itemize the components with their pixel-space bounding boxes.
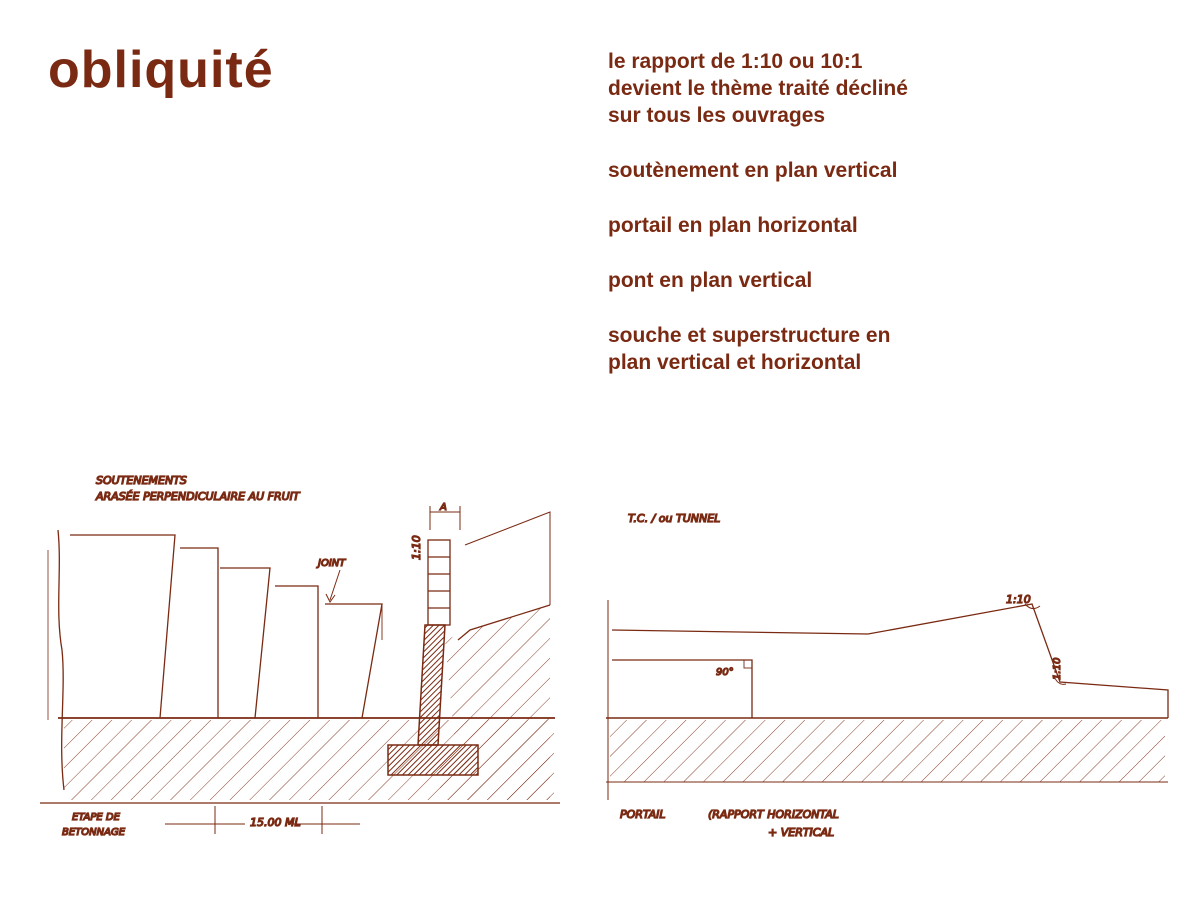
intro-line-2: devient le thème traité décliné — [608, 77, 908, 100]
ground-hatch-right — [610, 720, 1165, 782]
label-joint: JOINT — [316, 558, 346, 569]
intro-line-3: sur tous les ouvrages — [608, 104, 826, 127]
description-text: le rapport de 1:10 ou 10:1 devient le th… — [608, 48, 1168, 376]
backfill-hatch — [440, 605, 550, 800]
item-bridge: pont en plan vertical — [608, 269, 813, 292]
item-superstructure-line-1: souche et superstructure en — [608, 324, 891, 347]
intro-line-1: le rapport de 1:10 ou 10:1 — [608, 50, 863, 73]
label-step-2: BETONNAGE — [62, 827, 126, 838]
sketch-retaining-wall: SOUTENEMENTS ARASÉE PERPENDICULAIRE AU F… — [40, 473, 560, 839]
label-length: 15.00 ML — [250, 816, 301, 829]
wall-panel-4 — [275, 585, 319, 718]
caption-ratio: (RAPPORT HORIZONTAL — [708, 808, 839, 821]
sketch-left-heading-1: SOUTENEMENTS — [96, 474, 187, 487]
wall-panel-1 — [70, 534, 176, 719]
item-retaining-wall: soutènement en plan vertical — [608, 159, 898, 182]
label-a: A — [439, 502, 447, 513]
item-portal: portail en plan horizontal — [608, 214, 858, 237]
caption-portal: PORTAIL — [620, 808, 666, 821]
wall-upper-blocks — [427, 539, 451, 626]
label-step-1: ETAPE DE — [72, 812, 121, 823]
page-title: obliquité — [48, 41, 274, 99]
wall-panel-2 — [180, 547, 219, 718]
section-break-left — [57, 529, 65, 791]
label-ratio-top: 1:10 — [1006, 593, 1031, 606]
item-superstructure-line-2: plan vertical et horizontal — [608, 351, 862, 374]
wall-panel-3 — [220, 567, 271, 719]
sketch-tunnel-portal: T.C. / ou TUNNEL 90° 1:10 1:10 PORTAIL (… — [606, 511, 1169, 840]
portal-profile — [611, 603, 1169, 718]
label-angle: 90° — [716, 667, 734, 678]
label-ratio-side: 1:10 — [1052, 658, 1063, 680]
label-ratio-left: 1:10 — [410, 535, 423, 560]
caption-vertical: + VERTICAL — [768, 826, 834, 839]
sketch-left-heading-2: ARASÉE PERPENDICULAIRE AU FRUIT — [95, 490, 301, 503]
wall-panel-5 — [325, 603, 383, 719]
sketch-right-heading: T.C. / ou TUNNEL — [628, 512, 720, 525]
